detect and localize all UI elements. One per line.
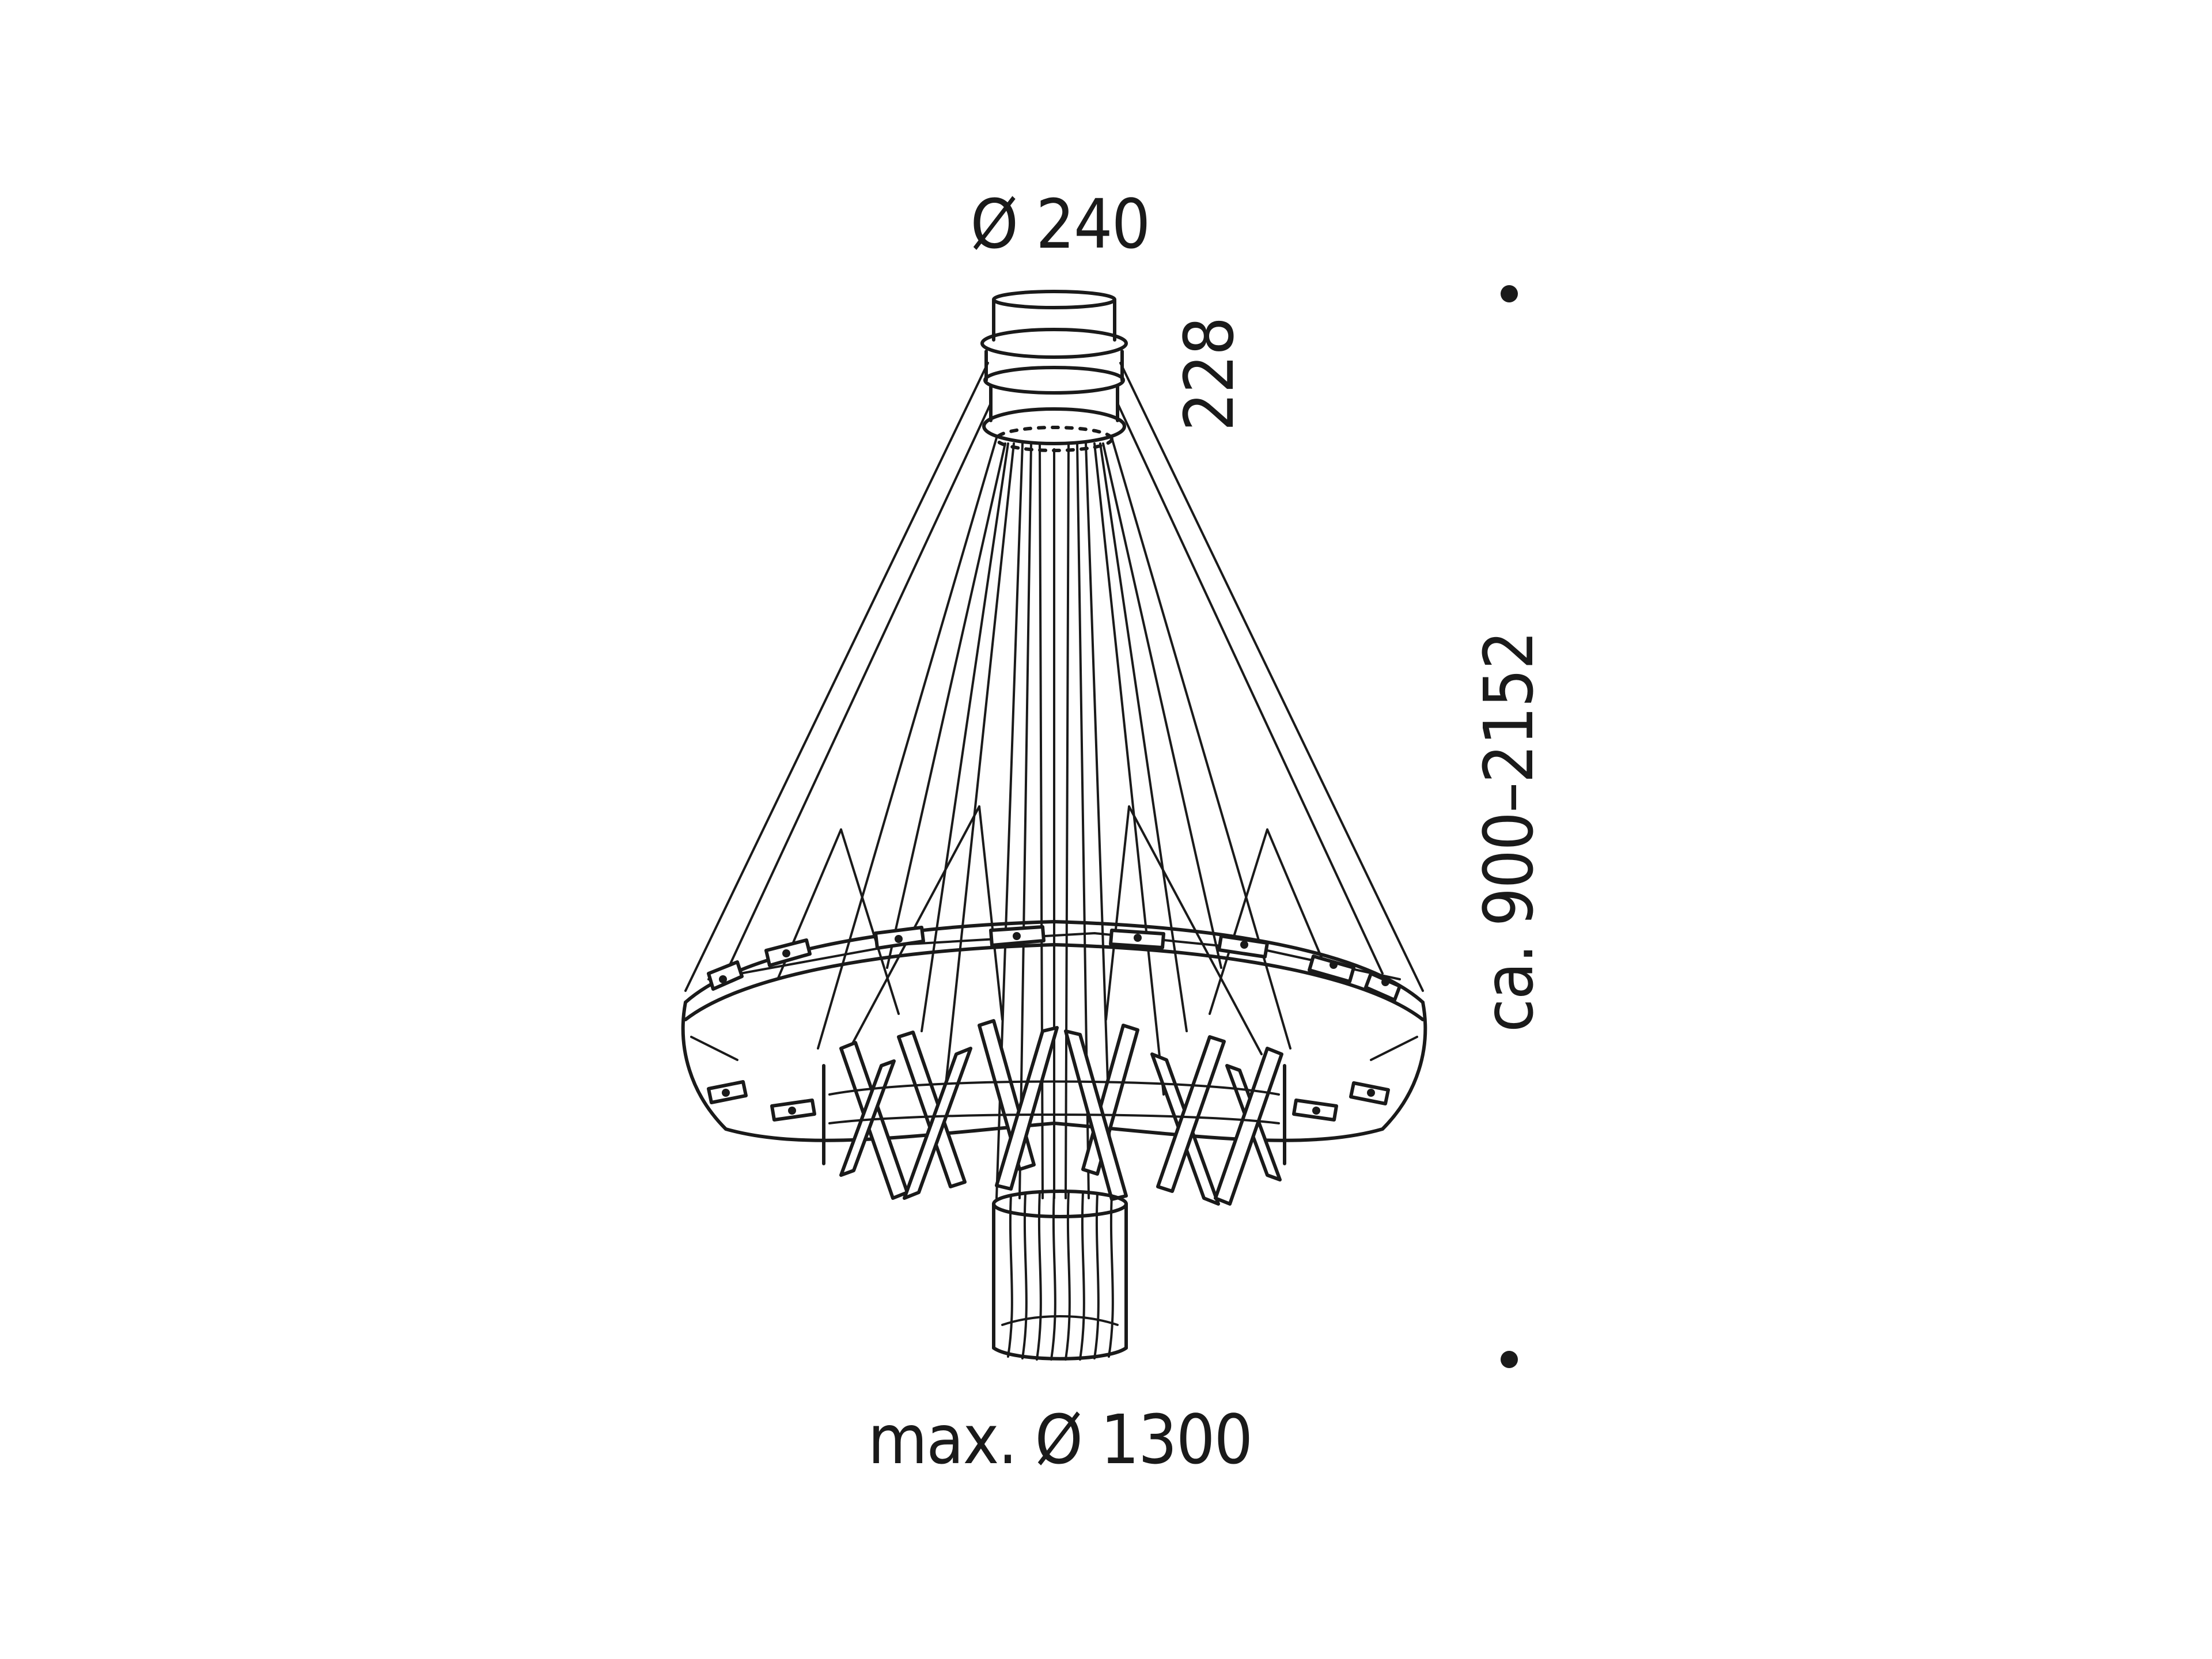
rivets bbox=[719, 932, 1389, 1115]
max-diameter-label: max. Ø 1300 bbox=[868, 1400, 1253, 1479]
height-marker-top-dot bbox=[1501, 285, 1518, 302]
inner-scissor-ring bbox=[822, 1019, 1286, 1206]
height-marker-bottom-dot bbox=[1501, 1351, 1518, 1368]
canopy bbox=[980, 290, 1128, 452]
canopy-height-label: 228 bbox=[1169, 317, 1249, 431]
outer-scissor-ring bbox=[681, 920, 1427, 1142]
lower-cylinder bbox=[992, 1190, 1128, 1361]
suspension-cables bbox=[684, 362, 1424, 1199]
canopy-diameter-label: Ø 240 bbox=[970, 184, 1150, 264]
overall-height-label: ca. 900–2152 bbox=[1469, 631, 1548, 1032]
